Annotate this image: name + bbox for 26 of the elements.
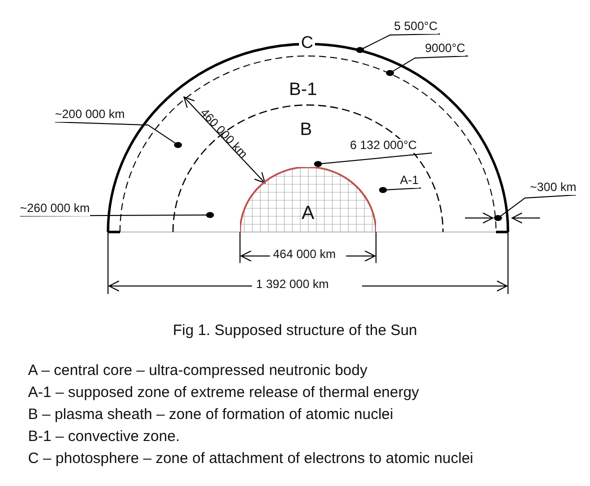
leader-line: [20, 212, 214, 218]
dimension-label: 460 000 km: [196, 106, 250, 162]
leader-label: A-1: [400, 174, 419, 188]
dimension-label: 464 000 km: [273, 248, 336, 262]
leader-label: 6 132 000°C: [350, 139, 417, 153]
key-line: C – photosphere – zone of attachment of electrons to atomic nuclei: [28, 450, 474, 468]
leader-line: [494, 194, 576, 221]
zone-letter: B: [300, 119, 312, 140]
leader-line: [386, 56, 468, 76]
zone-letter: B-1: [289, 79, 318, 100]
key-line: A – central core – ultra-compressed neutronic body: [28, 362, 368, 380]
key-line: B – plasma sheath – zone of formation of atomic nuclei: [28, 406, 394, 424]
leader-line: [54, 122, 182, 148]
leader-label: ~260 000 km: [20, 202, 90, 216]
key-line: A-1 – supposed zone of extreme release of thermal energy: [28, 384, 420, 402]
leader-label: ~300 km: [530, 181, 576, 195]
leader-label: 5 500°C: [394, 20, 438, 34]
leader-line: [356, 34, 440, 53]
figure-caption: Fig 1. Supposed structure of the Sun: [172, 322, 418, 340]
dimension-label: 1 392 000 km: [256, 278, 329, 292]
leader-line: [379, 187, 422, 193]
key-line: B-1 – convective zone.: [28, 428, 180, 446]
leader-label: 9000°C: [425, 42, 466, 56]
leader-line: [314, 152, 432, 167]
core-shape: A: [240, 167, 376, 232]
leader-label: ~200 000 km: [55, 108, 125, 122]
